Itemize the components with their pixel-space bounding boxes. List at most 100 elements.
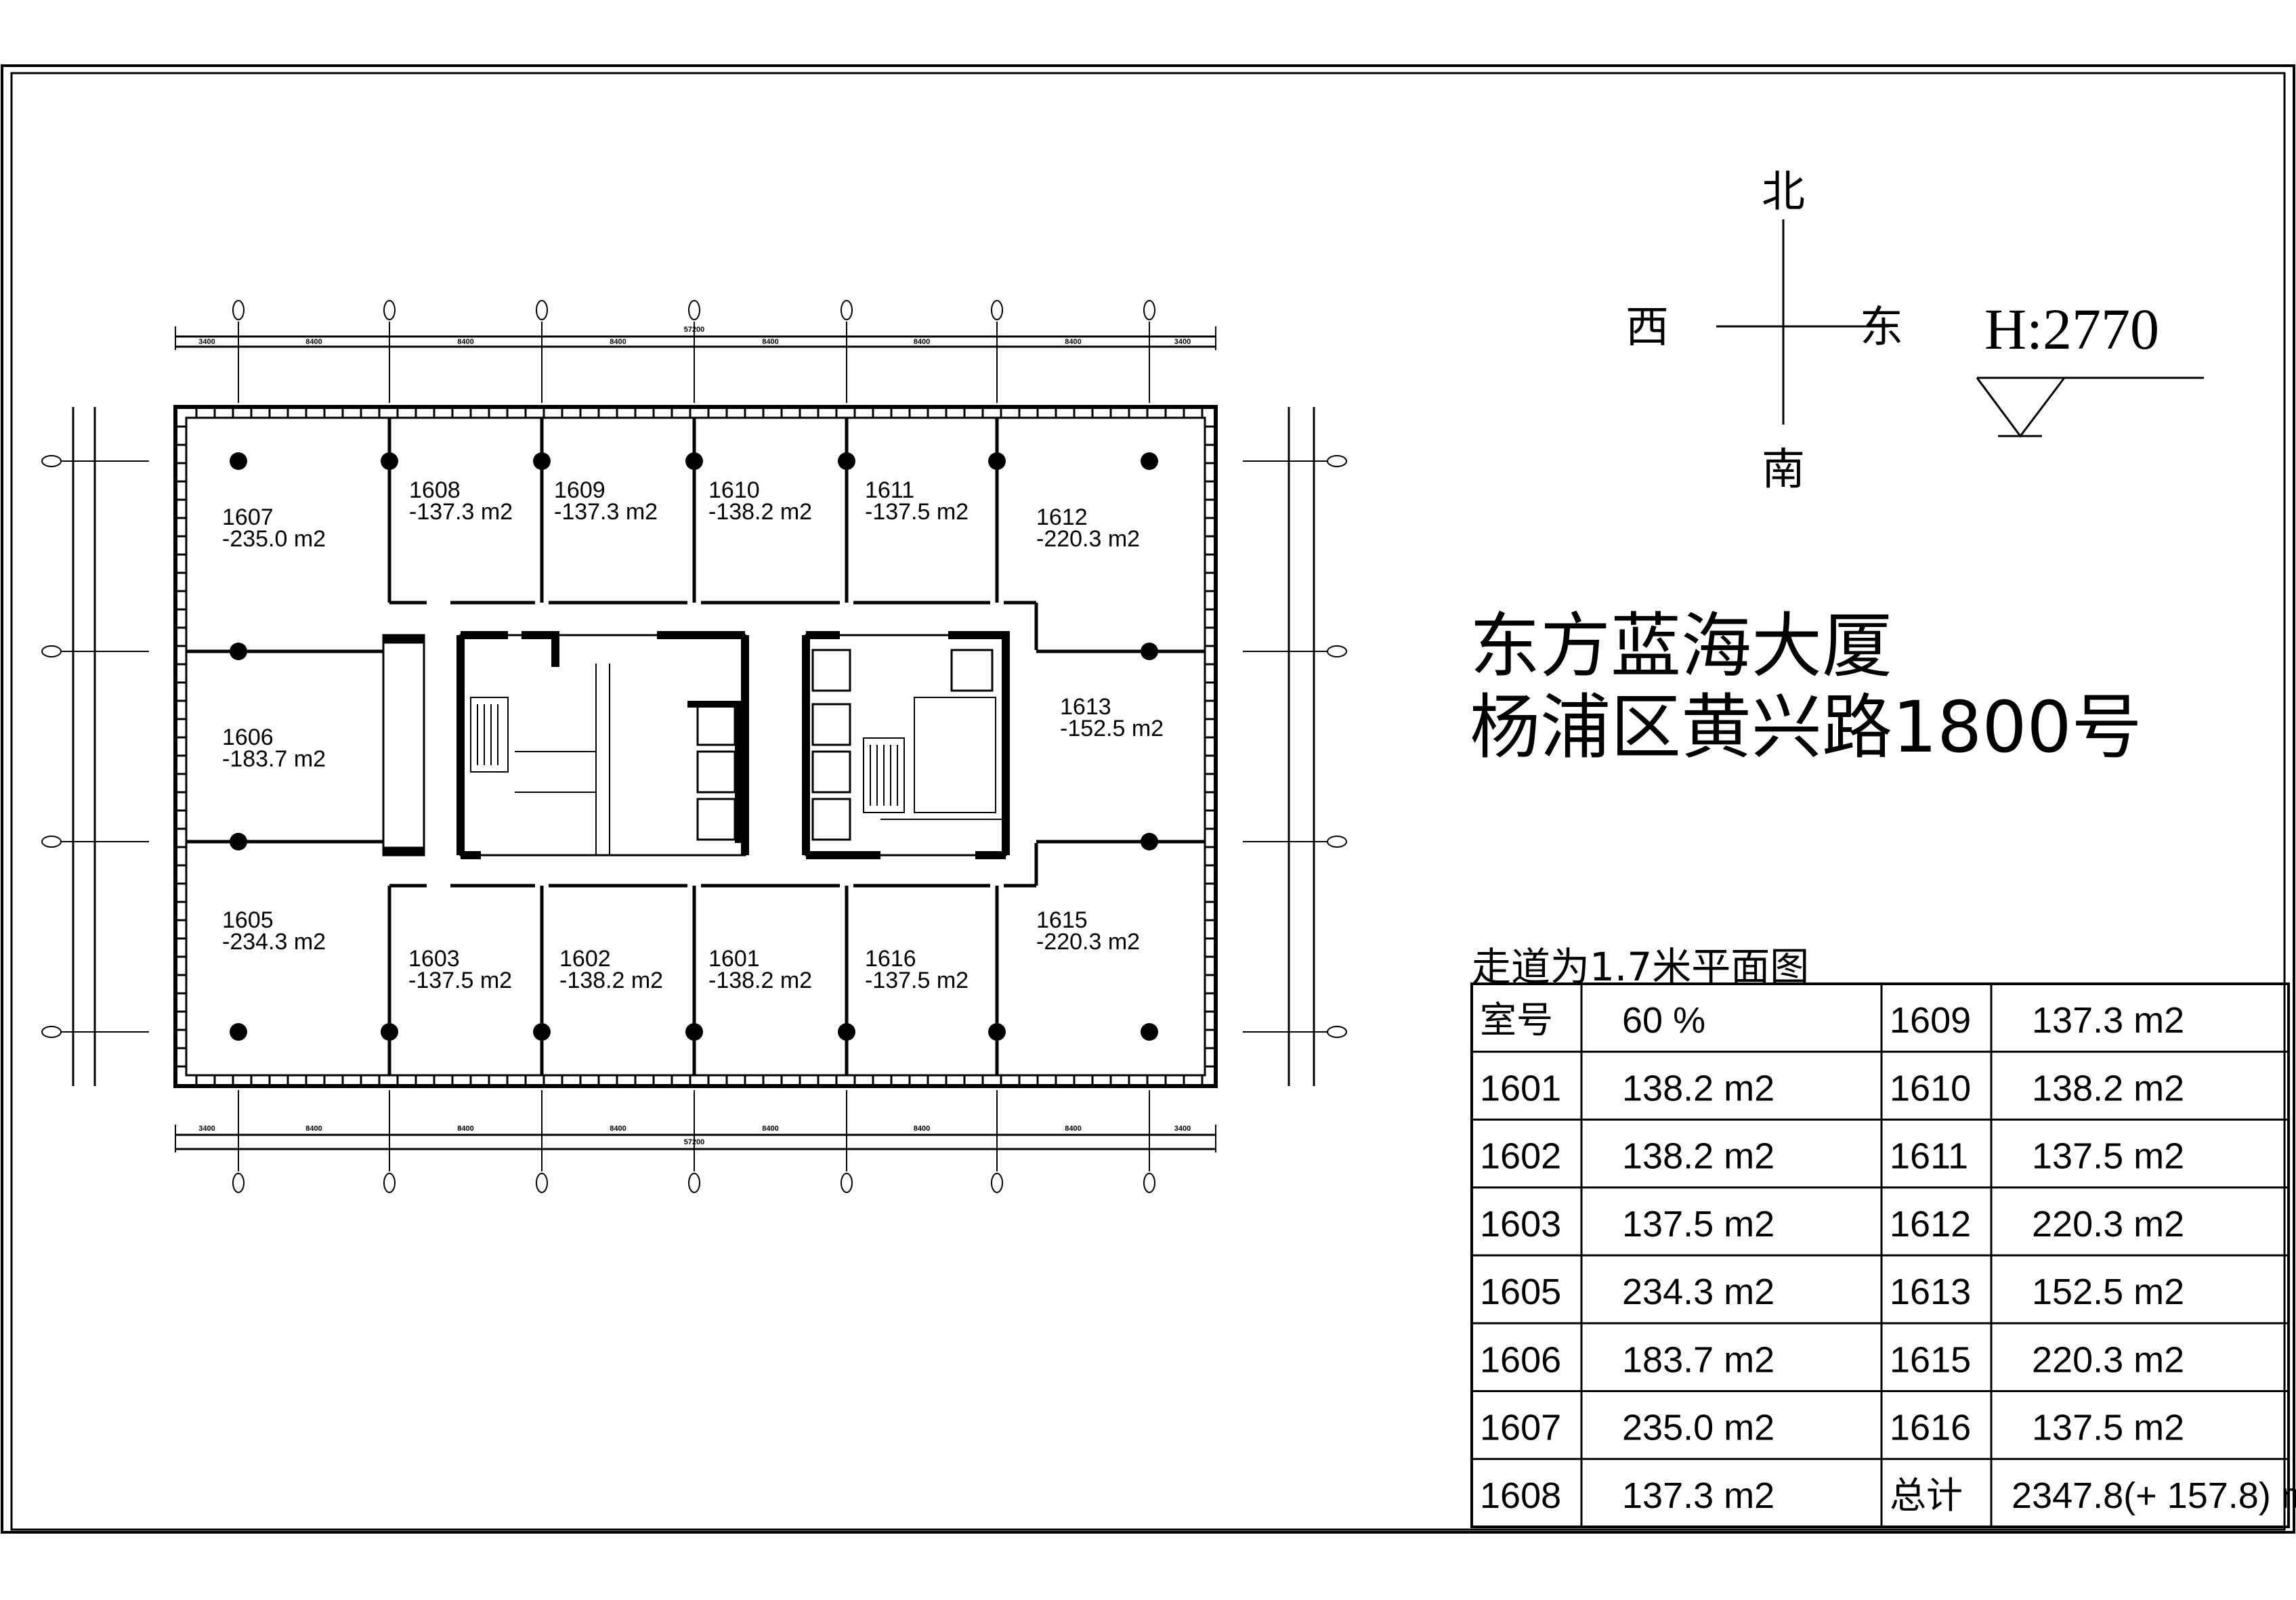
dimension-segment: 3400 bbox=[198, 1125, 215, 1133]
room-area: -137.3 m2 bbox=[554, 499, 658, 525]
room-area: -137.5 m2 bbox=[865, 968, 969, 993]
dimension-segment: 8400 bbox=[610, 1125, 626, 1133]
dimension-segment: 8400 bbox=[914, 338, 930, 346]
table-cell: 2347.8(+ 157.8) m2 bbox=[2012, 1475, 2296, 1516]
table-cell: 138.2 m2 bbox=[2032, 1068, 2184, 1108]
room-label-1605: 1605-234.3 m2 bbox=[222, 907, 326, 955]
table-cell: 1609 bbox=[1890, 1000, 1971, 1041]
compass-south: 南 bbox=[1762, 445, 1805, 495]
table-cell: 235.0 m2 bbox=[1622, 1408, 1774, 1448]
room-number: 1615 bbox=[1036, 907, 1088, 933]
compass-north: 北 bbox=[1762, 167, 1805, 217]
table-cell: 60 % bbox=[1622, 1000, 1705, 1041]
dimension-segment: 8400 bbox=[305, 1125, 322, 1133]
axis-bubble bbox=[41, 645, 62, 657]
axis-bubble bbox=[232, 1173, 245, 1193]
plan-caption: 走道为1.7米平面图 bbox=[1472, 944, 1809, 990]
dimension-segment: 8400 bbox=[1065, 1125, 1081, 1133]
axis-bubble bbox=[1143, 1173, 1155, 1193]
room-area: -137.3 m2 bbox=[409, 499, 513, 525]
axis-bubble bbox=[991, 1173, 1003, 1193]
room-label-1602: 1602-138.2 m2 bbox=[559, 946, 663, 993]
elevation-marker: H:2770 bbox=[1976, 297, 2204, 438]
column bbox=[988, 452, 1006, 470]
sheet-frame bbox=[1, 64, 2295, 1534]
axis-bubble bbox=[536, 300, 548, 320]
table-cell: 138.2 m2 bbox=[1622, 1136, 1774, 1177]
table-cell: 1601 bbox=[1480, 1068, 1561, 1108]
axis-bubble bbox=[383, 1173, 396, 1193]
column bbox=[685, 1023, 703, 1041]
column bbox=[533, 1023, 551, 1041]
column bbox=[381, 452, 398, 470]
table-cell: 152.5 m2 bbox=[2032, 1272, 2184, 1312]
elevation-text: H:2770 bbox=[1984, 297, 2159, 362]
column bbox=[838, 1023, 855, 1041]
axis-bubble bbox=[41, 1026, 62, 1038]
table-cell: 室号 bbox=[1480, 999, 1553, 1041]
dimension-segment: 8400 bbox=[610, 338, 626, 346]
dimension-segment: 8400 bbox=[1065, 338, 1081, 346]
table-cell: 137.5 m2 bbox=[1622, 1204, 1774, 1245]
table-cell: 183.7 m2 bbox=[1622, 1339, 1774, 1380]
compass-west: 西 bbox=[1625, 303, 1669, 353]
room-number: 1601 bbox=[708, 946, 760, 972]
table-cell: 1605 bbox=[1480, 1272, 1561, 1312]
room-area: -220.3 m2 bbox=[1036, 929, 1140, 955]
room-area: -137.5 m2 bbox=[865, 499, 969, 525]
room-label-1611: 1611-137.5 m2 bbox=[865, 477, 969, 525]
column bbox=[988, 1023, 1006, 1041]
room-label-1610: 1610-138.2 m2 bbox=[708, 477, 812, 525]
column bbox=[230, 452, 247, 470]
structural-columns bbox=[230, 452, 1158, 1041]
column bbox=[230, 833, 247, 850]
axis-bubble bbox=[41, 455, 62, 467]
dimension-segment: 3400 bbox=[198, 338, 215, 346]
room-label-1609: 1609-137.3 m2 bbox=[554, 477, 658, 525]
building-address: 杨浦区黄兴路1800号 bbox=[1470, 686, 2142, 769]
table-cell: 138.2 m2 bbox=[1622, 1068, 1774, 1108]
dimension-lines: 5720034008400840084008400840084003400572… bbox=[72, 326, 1315, 1152]
axis-bubble bbox=[688, 300, 700, 320]
room-label-1616: 1616-137.5 m2 bbox=[865, 946, 969, 993]
room-area: -152.5 m2 bbox=[1060, 716, 1164, 741]
dimension-segment: 3400 bbox=[1174, 1125, 1191, 1133]
column bbox=[381, 1023, 398, 1041]
room-area: -183.7 m2 bbox=[222, 746, 326, 772]
room-label-1603: 1603-137.5 m2 bbox=[408, 946, 512, 993]
room-label-1607: 1607-235.0 m2 bbox=[222, 504, 326, 552]
table-cell: 1613 bbox=[1890, 1272, 1971, 1312]
table-cell: 137.5 m2 bbox=[2032, 1136, 2184, 1177]
room-number: 1613 bbox=[1060, 694, 1111, 720]
table-cell: 1616 bbox=[1890, 1408, 1971, 1448]
table-cell: 137.3 m2 bbox=[1622, 1475, 1774, 1516]
axis-bubble bbox=[1327, 455, 1347, 467]
room-area: -234.3 m2 bbox=[222, 929, 326, 955]
room-number: 1606 bbox=[222, 725, 274, 750]
column bbox=[1141, 833, 1158, 850]
room-number: 1602 bbox=[559, 946, 611, 972]
room-number: 1612 bbox=[1036, 504, 1088, 530]
table-cell: 总计 bbox=[1890, 1474, 1963, 1517]
room-label-1606: 1606-183.7 m2 bbox=[222, 725, 326, 772]
axis-bubble bbox=[841, 300, 853, 320]
axis-bubble bbox=[841, 1173, 853, 1193]
column bbox=[838, 452, 855, 470]
table-cell: 1603 bbox=[1480, 1204, 1561, 1245]
room-number: 1608 bbox=[409, 477, 461, 503]
axis-bubble bbox=[536, 1173, 548, 1193]
building-title: 东方蓝海大厦 bbox=[1470, 605, 1892, 687]
table-cell: 220.3 m2 bbox=[2032, 1204, 2184, 1245]
building-core bbox=[382, 631, 1010, 859]
room-label-1608: 1608-137.3 m2 bbox=[409, 477, 513, 525]
